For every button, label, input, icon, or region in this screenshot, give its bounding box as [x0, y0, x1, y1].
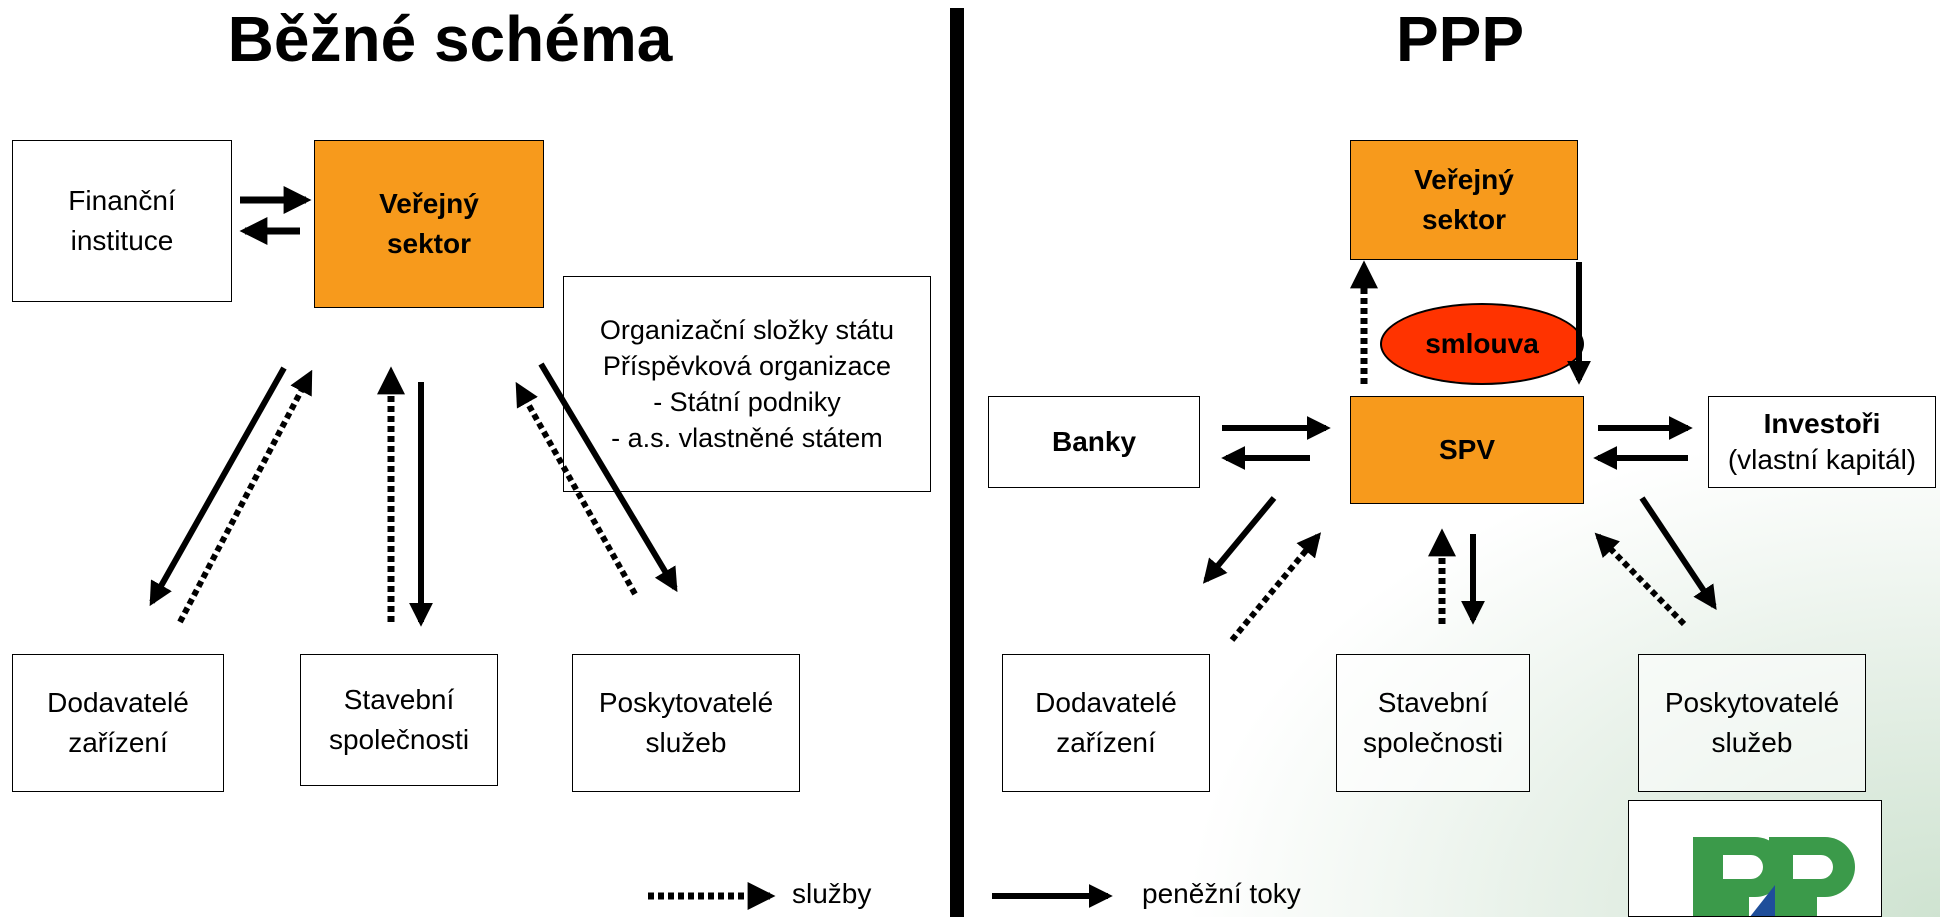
box-stavebni-right-label: Stavební společnosti — [1362, 687, 1504, 758]
box-verejny-sektor-left: Veřejný sektor — [314, 140, 544, 308]
box-verejny-sektor-right: Veřejný sektor — [1350, 140, 1578, 260]
center-divider — [950, 8, 964, 917]
smlouva-oval: smlouva — [1380, 303, 1584, 385]
box-organizace-label: Organizační složky státu Příspěvková org… — [599, 315, 895, 453]
arrow-money-public-to-dodavatele-left — [149, 366, 287, 607]
box-organizace: Organizační složky státu Příspěvková org… — [563, 276, 931, 492]
box-dodavatele-left: Dodavatelé zařízení — [12, 654, 224, 792]
arrow-money-spv-to-dodavatele-right — [1202, 496, 1277, 584]
arrow-service-poskytovatele-to-spv-right — [1594, 532, 1687, 627]
box-verejny-sektor-right-label: Veřejný sektor — [1414, 164, 1514, 235]
box-financni-instituce: Finanční instituce — [12, 140, 232, 302]
ppp-logo — [1628, 800, 1882, 917]
box-stavebni-right: Stavební společnosti — [1336, 654, 1530, 792]
box-verejny-sektor-left-label: Veřejný sektor — [379, 188, 479, 259]
arrow-service-dodavatele-to-public-left — [177, 369, 313, 624]
box-spv-label: SPV — [1438, 434, 1496, 465]
box-poskytovatele-right-label: Poskytovatelé služeb — [1664, 687, 1840, 758]
box-banky: Banky — [988, 396, 1200, 488]
legend-penezni-toky: peněžní toky — [1142, 878, 1301, 909]
box-poskytovatele-right: Poskytovatelé služeb — [1638, 654, 1866, 792]
legend-sluzby: služby — [792, 878, 872, 909]
box-poskytovatele-left-label: Poskytovatelé služeb — [598, 687, 774, 758]
box-stavebni-left: Stavební společnosti — [300, 654, 498, 786]
arrow-service-dodavatele-to-spv-right — [1229, 532, 1322, 642]
arrow-money-public-to-poskytovatele-left — [538, 362, 678, 593]
arrow-money-spv-to-poskytovatele-right — [1639, 496, 1717, 610]
box-poskytovatele-left: Poskytovatelé služeb — [572, 654, 800, 792]
box-financni-instituce-label: Finanční instituce — [68, 185, 176, 256]
ppp-logo-mark — [1693, 837, 1855, 916]
box-dodavatele-left-label: Dodavatelé zařízení — [47, 687, 189, 758]
box-dodavatele-right: Dodavatelé zařízení — [1002, 654, 1210, 792]
box-investori-subtitle: (vlastní kapitál) — [1727, 444, 1917, 475]
box-investori-title: Investoři — [1763, 408, 1881, 439]
title-bezne-schema: Běžné schéma — [227, 3, 673, 75]
box-stavebni-left-label: Stavební společnosti — [328, 684, 470, 755]
box-spv: SPV — [1350, 396, 1584, 504]
box-dodavatele-right-label: Dodavatelé zařízení — [1035, 687, 1177, 758]
box-banky-label: Banky — [1051, 426, 1137, 457]
box-investori: Investoři (vlastní kapitál) — [1708, 396, 1936, 488]
title-ppp: PPP — [1395, 3, 1525, 75]
